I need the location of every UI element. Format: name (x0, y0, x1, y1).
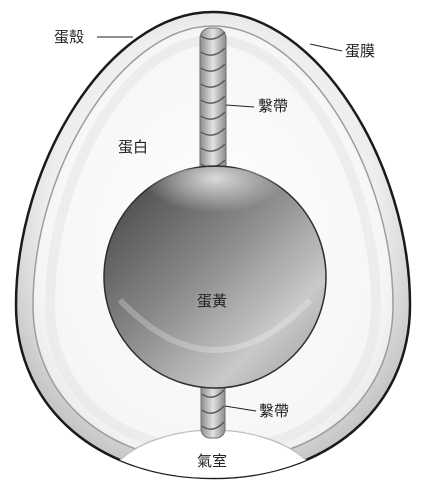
label-air-cell: 氣室 (197, 452, 227, 470)
label-chalaza-bottom: 繫帶 (259, 402, 289, 420)
label-shell: 蛋殼 (54, 28, 84, 46)
label-albumen: 蛋白 (118, 138, 148, 156)
leader-membrane (310, 44, 342, 51)
label-chalaza-top: 繫帶 (258, 97, 288, 115)
yolk (104, 166, 326, 388)
label-yolk: 蛋黃 (197, 292, 227, 310)
label-membrane: 蛋膜 (345, 42, 375, 60)
chalaza-top (200, 28, 226, 178)
